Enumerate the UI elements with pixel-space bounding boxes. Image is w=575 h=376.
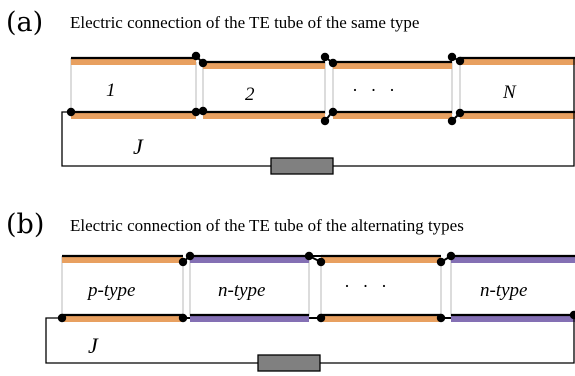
panel-b-segment-2: n-type [190, 254, 309, 322]
segment-n-type-label-2: n-type [480, 280, 527, 301]
panel-b-external-circuit: J [45, 315, 575, 372]
segment-p-type-label: p-type [86, 280, 135, 301]
panel-b-title: Electric connection of the TE tube of th… [70, 216, 464, 235]
segment-2-label: 2 [245, 84, 255, 105]
panel-a: (a) Electric connection of the TE tube o… [6, 7, 575, 175]
panel-b: (b) Electric connection of the TE tube o… [6, 209, 575, 372]
current-label-a: J [133, 134, 144, 159]
load-resistor-b [257, 354, 321, 372]
panel-a-segment-1: 1 [71, 56, 196, 119]
panel-a-nodes [66, 51, 465, 126]
panel-b-joint-lines [61, 256, 452, 316]
segment-n-label: N [502, 82, 517, 103]
panel-b-segment-1: p-type [62, 254, 183, 322]
segment-n-type-label: n-type [218, 280, 265, 301]
panel-b-nodes [57, 251, 575, 323]
panel-a-segment-4: N [460, 56, 575, 119]
panel-b-segment-3: · · · [321, 254, 441, 322]
current-label-b: J [88, 333, 99, 358]
segment-ellipsis: · · · [352, 80, 399, 100]
panel-a-letter: (a) [6, 7, 43, 38]
panel-a-joint-lines [70, 58, 461, 114]
segment-1-label: 1 [106, 80, 116, 101]
panel-a-segment-2: 2 [203, 60, 325, 119]
segment-ellipsis-b: · · · [344, 276, 391, 296]
panel-a-title: Electric connection of the TE tube of th… [70, 13, 419, 32]
load-resistor-a [270, 157, 334, 175]
panel-b-segment-4: n-type [451, 254, 575, 322]
panel-a-external-circuit: J [61, 58, 575, 175]
panel-b-letter: (b) [6, 209, 44, 240]
panel-a-segment-3: · · · [333, 60, 452, 119]
